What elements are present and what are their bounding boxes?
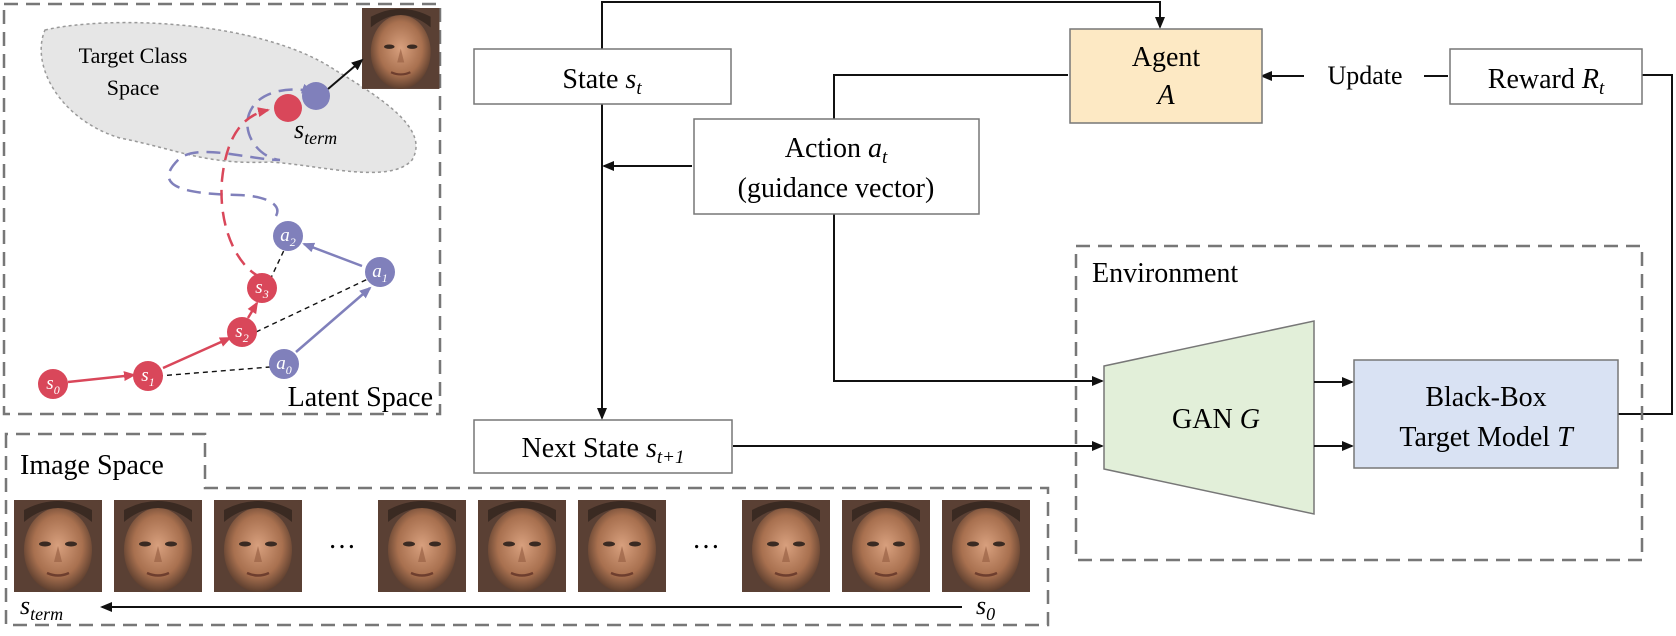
s0-s1-arrow: [67, 371, 136, 384]
node-terminal-blue: [302, 82, 330, 110]
ellipsis-1: …: [328, 524, 356, 555]
face-thumbnail-icon: [576, 498, 668, 594]
svg-text:s1: s1: [141, 365, 154, 389]
node-s2: s2: [227, 317, 257, 347]
environment-title: Environment: [1092, 258, 1238, 289]
svg-text:a0: a0: [276, 353, 292, 377]
action-sublabel: (guidance vector): [738, 173, 935, 204]
s1-a0-link: [157, 366, 271, 377]
a0-a1-arrow: [295, 286, 372, 353]
state-box: [473, 48, 732, 105]
environment-panel: Environment GAN G Black-Box Target Model…: [1074, 244, 1644, 562]
terminal-to-face-arrow: [327, 58, 364, 90]
target-class-region: [40, 21, 417, 174]
image-space-border: [4, 432, 1050, 627]
face-thumbnail-icon: [360, 6, 441, 91]
latent-panel-border: [2, 2, 442, 416]
s3-a2-link: [269, 245, 287, 281]
svg-text:a1: a1: [372, 261, 388, 285]
red-dashed-trajectory: [220, 107, 270, 280]
action-label: Action at: [785, 133, 888, 168]
agent-to-action-line: [833, 74, 1068, 119]
update-label: Update: [1327, 61, 1402, 90]
latent-space-panel: Target Class Space s0 s1: [2, 2, 442, 416]
reward-box: [1449, 48, 1643, 105]
blue-dashed-trajectory: [167, 83, 314, 217]
agent-var: A: [1155, 80, 1175, 111]
action-box: [693, 118, 980, 215]
target-class-label-line2: Space: [107, 75, 160, 100]
node-terminal-red: [274, 94, 302, 122]
image-end-label: sterm: [20, 591, 63, 624]
image-space-title: Image Space: [20, 450, 164, 481]
a1-a2-arrow: [302, 242, 363, 268]
svg-text:s0: s0: [46, 373, 59, 397]
next-state-label: Next State st+1: [522, 433, 685, 468]
gan-label: GAN G: [1172, 404, 1260, 435]
next-state-box: [473, 419, 733, 474]
face-thumbnail-icon: [212, 498, 304, 594]
s1-s2-arrow: [162, 336, 232, 370]
agent-box: [1069, 28, 1263, 124]
svg-text:a2: a2: [280, 225, 296, 249]
action-to-gan-arrow: [833, 214, 1104, 386]
target-class-label-line1: Target Class: [79, 43, 188, 68]
target-model-box: [1353, 359, 1619, 469]
node-a2: a2: [273, 221, 303, 251]
face-thumbnail-icon: [840, 498, 932, 594]
node-s0: s0: [38, 369, 68, 399]
node-a0: a0: [269, 349, 299, 379]
s2-s3-arrow: [246, 301, 259, 319]
gan-trapezoid: [1103, 320, 1315, 515]
ellipsis-2: …: [692, 524, 720, 555]
latent-space-caption: Latent Space: [288, 382, 433, 413]
agent-label: Agent: [1132, 42, 1201, 73]
s-term-label: sterm: [294, 115, 337, 148]
s2-a1-link: [255, 277, 371, 333]
target-model-line1: Black-Box: [1425, 382, 1546, 413]
image-start-label: s0: [976, 591, 995, 624]
rl-loop: State st Action at (guidance vector) Age…: [473, 1, 1673, 474]
face-thumbnail-icon: [740, 498, 832, 594]
svg-text:s2: s2: [235, 321, 248, 345]
state-label: State st: [562, 64, 642, 99]
face-thumbnail-icon: [476, 498, 568, 594]
target-model-line2: Target Model T: [1399, 422, 1575, 453]
node-s3: s3: [247, 273, 277, 303]
svg-text:s3: s3: [255, 277, 268, 301]
node-s1: s1: [133, 361, 163, 391]
face-thumbnail-icon: [376, 498, 468, 594]
target-to-reward-line: [1618, 74, 1673, 415]
face-thumbnail-icon: [12, 498, 104, 594]
face-thumbnail-icon: [112, 498, 204, 594]
image-space-panel: Image Space … … sterm s0: [4, 432, 1050, 627]
face-thumbnail-icon: [940, 498, 1032, 594]
node-a1: a1: [365, 257, 395, 287]
reward-label: Reward Rt: [1488, 64, 1605, 99]
